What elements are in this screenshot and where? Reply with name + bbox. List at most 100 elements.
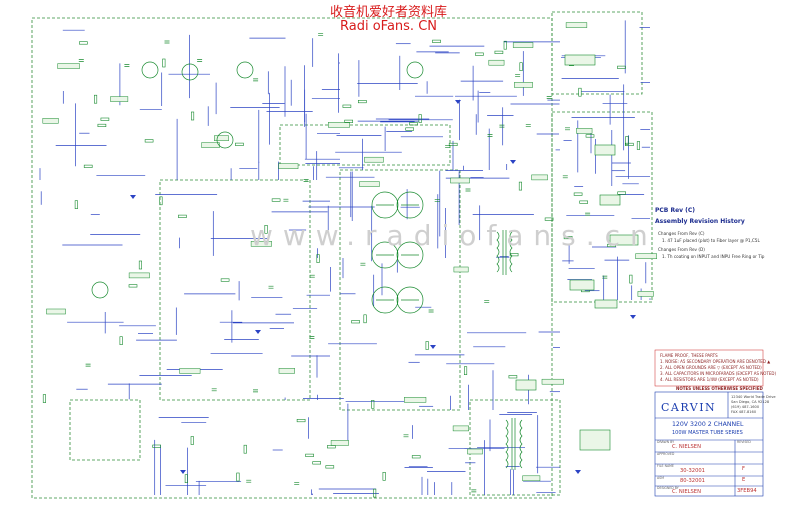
power-tubes bbox=[371, 191, 424, 314]
resistor-symbol bbox=[220, 278, 230, 282]
pcb-note-2: 1. 47 1uF placed (plot) to Fiber layer @… bbox=[662, 238, 760, 243]
label-block bbox=[364, 156, 384, 163]
resistor-symbol bbox=[475, 52, 484, 56]
capacitor-symbol bbox=[562, 175, 568, 179]
resistor-symbol bbox=[79, 41, 88, 45]
label-block bbox=[330, 440, 349, 446]
resistor-symbol bbox=[271, 198, 281, 202]
notes-line-1: FLAME PROOF, THESE PARTS bbox=[660, 353, 718, 358]
row-value-file-name: 30-32001 bbox=[680, 468, 705, 474]
row-value-asm: 80-32001 bbox=[680, 478, 705, 484]
capacitor-symbol bbox=[434, 199, 440, 203]
resistor-symbol bbox=[316, 254, 320, 263]
row-label-approved: APPROVED bbox=[657, 452, 675, 456]
label-block bbox=[42, 118, 59, 124]
label-block bbox=[565, 22, 588, 28]
circuit-components bbox=[42, 22, 657, 498]
resistor-symbol bbox=[326, 445, 336, 449]
resistor-symbol bbox=[190, 436, 194, 445]
jack-blocks bbox=[515, 54, 639, 451]
drawing-title-line-2: 100W MASTER TUBE SERIES bbox=[672, 430, 743, 436]
resistor-symbol bbox=[351, 320, 360, 324]
capacitor-symbol bbox=[294, 481, 300, 485]
label-block bbox=[214, 135, 229, 141]
background-watermark: www.radiofans.cn bbox=[250, 219, 658, 252]
capacitor-symbol bbox=[487, 134, 493, 137]
resistor-symbol bbox=[184, 474, 188, 484]
resistor-symbol bbox=[235, 142, 244, 146]
label-block bbox=[453, 266, 469, 273]
resistor-symbol bbox=[373, 488, 377, 498]
capacitor-symbol bbox=[585, 212, 591, 216]
capacitor-symbol bbox=[246, 479, 252, 483]
resistor-symbol bbox=[128, 284, 138, 288]
circuit-wires bbox=[39, 20, 651, 495]
capacitor-symbol bbox=[403, 434, 409, 438]
resistor-symbol bbox=[344, 119, 354, 123]
resistor-symbol bbox=[325, 465, 335, 469]
capacitor-symbol bbox=[484, 300, 490, 304]
resistor-symbol bbox=[371, 399, 375, 409]
resistor-symbol bbox=[518, 181, 523, 191]
label-block bbox=[635, 253, 657, 259]
resistor-symbol bbox=[382, 471, 386, 481]
notes-line-2: 1. NOISE: A5 SECONDARY OPERATION ARE DEN… bbox=[660, 359, 771, 364]
resistor-symbol bbox=[418, 114, 422, 123]
output-transformer bbox=[496, 230, 513, 275]
capacitor-symbol bbox=[303, 179, 309, 182]
resistor-symbol bbox=[425, 341, 429, 350]
resistor-symbol bbox=[159, 196, 163, 206]
label-block bbox=[541, 378, 564, 385]
resistor-symbol bbox=[162, 58, 166, 68]
resistor-symbol bbox=[342, 104, 352, 108]
capacitor-symbol bbox=[85, 363, 91, 367]
label-block bbox=[450, 177, 470, 184]
label-block bbox=[179, 368, 201, 374]
power-transformer bbox=[505, 418, 523, 470]
resistor-symbol bbox=[363, 314, 367, 324]
resistor-symbol bbox=[152, 444, 161, 448]
row-extra-asm-rev: E bbox=[742, 477, 746, 483]
resistor-symbol bbox=[305, 453, 314, 457]
resistor-symbol bbox=[83, 164, 93, 168]
label-block bbox=[452, 425, 469, 432]
resistor-symbol bbox=[636, 141, 641, 150]
resistor-symbol bbox=[579, 200, 589, 204]
label-block bbox=[201, 142, 220, 148]
resistor-symbol bbox=[617, 191, 627, 195]
capacitor-symbol bbox=[309, 274, 315, 278]
label-block bbox=[57, 63, 80, 69]
capacitor-symbol bbox=[499, 124, 505, 128]
resistor-symbol bbox=[409, 122, 418, 126]
capacitor-symbol bbox=[360, 262, 366, 266]
label-block bbox=[531, 174, 548, 181]
resistor-symbol bbox=[629, 274, 633, 284]
label-block bbox=[46, 308, 66, 315]
label-block bbox=[278, 163, 299, 169]
resistor-symbol bbox=[178, 214, 187, 218]
label-block bbox=[522, 475, 541, 482]
resistor-symbol bbox=[578, 87, 582, 97]
row-extra-date: 3FEB94 bbox=[737, 488, 757, 494]
notes-line-5: 4. ALL RESISTORS ARE 1/4W (EXCEPT AS NOT… bbox=[660, 377, 759, 382]
capacitor-symbol bbox=[471, 489, 477, 493]
label-block bbox=[128, 272, 150, 279]
capacitor-symbol bbox=[318, 33, 324, 37]
resistor-symbol bbox=[42, 394, 47, 403]
resistor-symbol bbox=[357, 100, 367, 104]
resistor-symbol bbox=[573, 192, 583, 196]
resistor-symbol bbox=[617, 65, 626, 69]
capacitor-symbol bbox=[268, 285, 274, 289]
resistor-symbol bbox=[585, 134, 595, 138]
label-block bbox=[467, 448, 483, 455]
label-block bbox=[110, 96, 129, 102]
resistor-symbol bbox=[264, 225, 268, 234]
resistor-symbol bbox=[236, 472, 240, 482]
capacitor-symbol bbox=[309, 336, 315, 339]
label-block bbox=[514, 82, 533, 88]
row-extra-revised: REVISED bbox=[737, 440, 751, 444]
address-line-4: FAX 487-8160 bbox=[731, 410, 757, 414]
label-block bbox=[359, 181, 380, 187]
resistor-symbol bbox=[138, 260, 142, 270]
notes-footer: NOTES UNLESS OTHERWISE SPECIFIED bbox=[676, 386, 763, 391]
